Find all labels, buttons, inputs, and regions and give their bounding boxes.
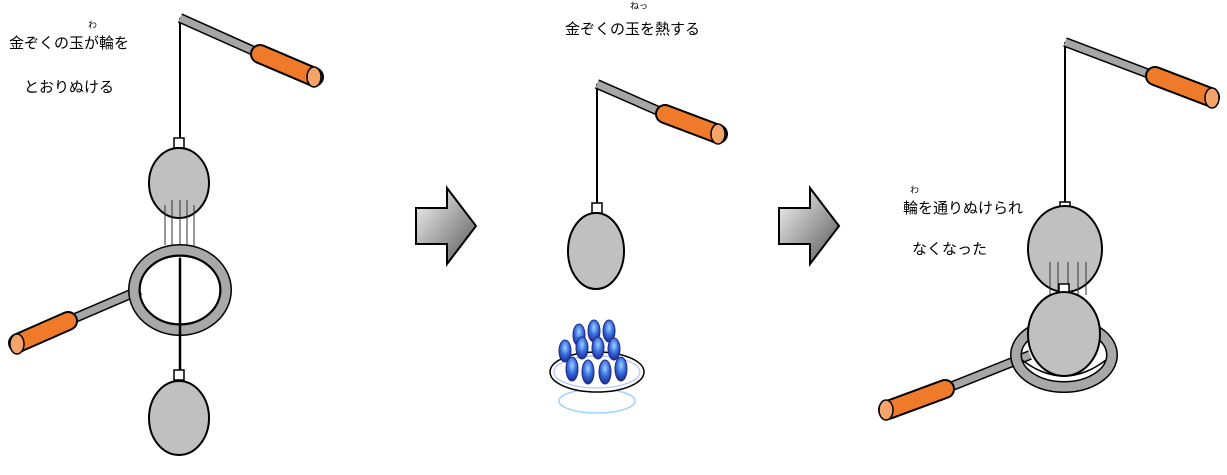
metal-ball-ghost (1027, 205, 1103, 293)
ruby-netsu: ねっ (630, 2, 649, 12)
right-arrow-icon (415, 185, 478, 267)
metal-ball-upper (148, 147, 210, 219)
flames (558, 319, 628, 385)
holder-handle-3 (1145, 66, 1220, 109)
right-arrow-icon (778, 185, 841, 267)
panel-3-ball-stuck (878, 37, 1220, 421)
top-holder-3 (1063, 37, 1220, 202)
top-holder-2 (594, 79, 728, 203)
panel-3-caption-line1: 輪を通りぬけられ (903, 199, 1024, 217)
gas-burner-icon (549, 319, 645, 414)
panel-1-caption-line1: 金ぞくの玉が輪を (9, 34, 130, 52)
panel-3-caption-line2: なくなった (912, 240, 988, 258)
metal-ball-stuck (1027, 291, 1101, 377)
panel-2-heat-ball (549, 79, 728, 414)
ruby-wa-1: わ (88, 21, 98, 31)
holder-handle (250, 44, 324, 88)
metal-ball-lower (148, 380, 210, 456)
ring-handle (8, 311, 78, 355)
panel-2-caption: 金ぞくの玉を熱する (565, 20, 701, 38)
holder-handle-2 (655, 104, 728, 145)
panel-1-caption-line2: とおりぬける (24, 78, 115, 96)
ruby-wa-3: わ (910, 186, 920, 196)
ring-holder (8, 244, 232, 355)
panel-1-ball-passes-through (8, 13, 324, 456)
top-holder (177, 13, 324, 138)
ring-handle-3 (878, 379, 955, 421)
metal-ball-heated (567, 212, 625, 290)
